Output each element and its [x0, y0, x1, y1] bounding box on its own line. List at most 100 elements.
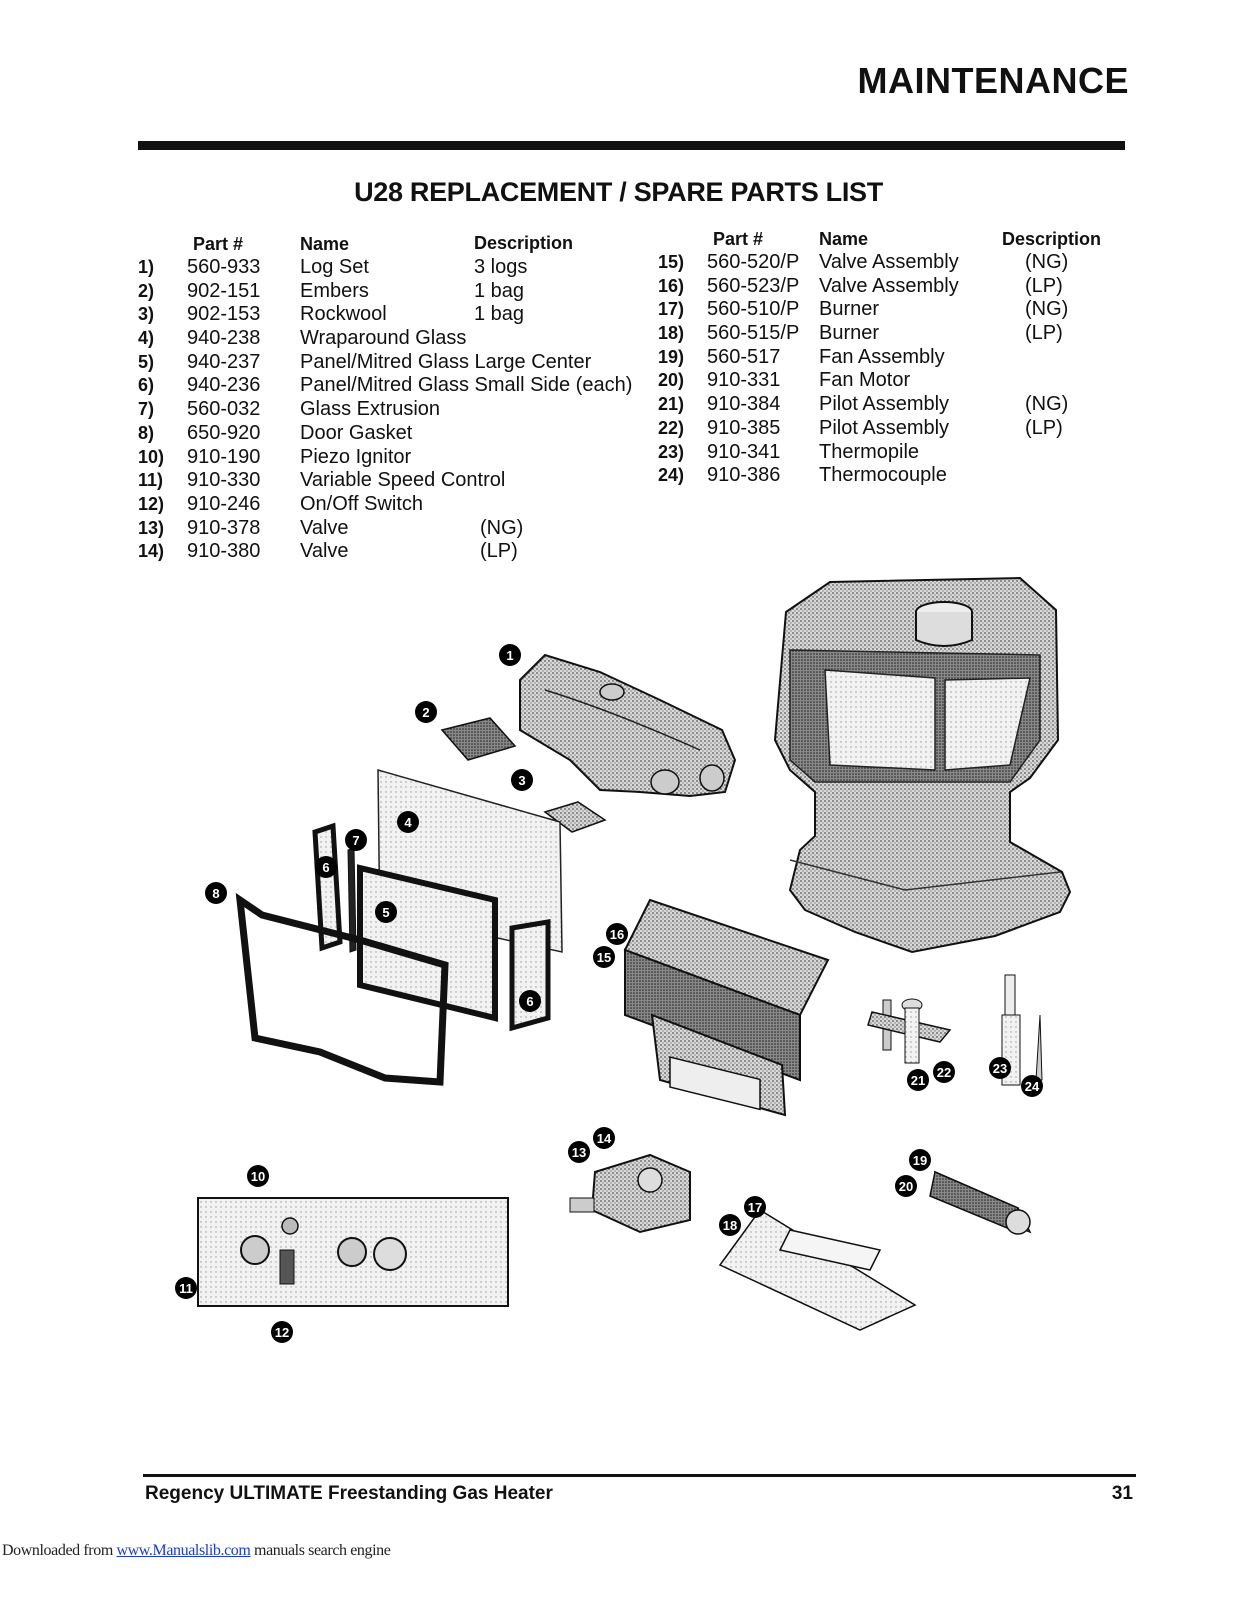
svg-text:23: 23 — [993, 1061, 1007, 1076]
callout-8 — [205, 882, 227, 904]
svg-text:15: 15 — [597, 950, 611, 965]
part-name: Panel/Mitred Glass Small Side (each) — [300, 374, 633, 397]
burner-illustration — [718, 1208, 917, 1331]
part-item-number: 11) — [138, 470, 164, 491]
callout-19 — [909, 1149, 931, 1171]
svg-text:19: 19 — [913, 1153, 927, 1168]
part-number: 940-238 — [187, 327, 261, 350]
svg-text:16: 16 — [610, 927, 624, 942]
part-description: (LP) — [1025, 274, 1063, 297]
part-name: Pilot Assembly — [819, 416, 950, 439]
part-number: 560-510/P — [707, 298, 800, 321]
part-description: (NG) — [480, 516, 524, 539]
callout-21 — [907, 1069, 929, 1091]
right-name-header: Name — [819, 229, 869, 249]
manualslib-link[interactable]: www.Manualslib.com — [116, 1542, 251, 1559]
part-number: 910-384 — [707, 393, 781, 416]
part-item-number: 23) — [658, 441, 685, 462]
part-name: Glass Extrusion — [300, 398, 441, 421]
part-description: 1 bag — [474, 303, 525, 326]
pilot-assembly-illustration — [867, 998, 952, 1064]
part-item-number: 7) — [138, 399, 155, 420]
side-glass-left-illustration — [312, 822, 343, 952]
part-description: (LP) — [1025, 322, 1063, 345]
part-item-number: 14) — [138, 541, 165, 562]
side-glass-right-illustration — [509, 919, 551, 1032]
callout-20 — [895, 1175, 917, 1197]
parts-row: 11) 910-330 Variable Speed Control — [138, 469, 658, 493]
callout-14 — [593, 1127, 615, 1149]
heater-illustration — [773, 576, 1072, 954]
part-name: Variable Speed Control — [300, 469, 506, 492]
part-number: 560-520/P — [707, 251, 800, 273]
callout-6-left — [315, 856, 337, 878]
control-panel-illustration — [197, 1197, 509, 1307]
part-item-number: 21) — [658, 394, 685, 415]
part-name: Valve Assembly — [819, 251, 959, 273]
part-item-number: 3) — [138, 304, 155, 325]
part-item-number: 6) — [138, 375, 155, 396]
part-number: 560-933 — [187, 256, 261, 278]
part-item-number: 1) — [138, 257, 155, 277]
parts-list-title: U28 REPLACEMENT / SPARE PARTS LIST — [354, 177, 883, 207]
callout-23 — [989, 1057, 1011, 1079]
svg-text:14: 14 — [597, 1131, 612, 1146]
part-item-number: 8) — [138, 422, 155, 443]
part-item-number: 13) — [138, 517, 165, 538]
part-item-number: 4) — [138, 328, 155, 349]
part-description: (NG) — [1025, 393, 1069, 416]
part-number: 910-190 — [187, 445, 261, 468]
part-item-number: 24) — [658, 465, 685, 486]
gas-valve-illustration — [569, 1153, 691, 1234]
part-name: Log Set — [300, 256, 369, 278]
part-number: 910-380 — [187, 540, 261, 563]
part-number: 910-330 — [187, 469, 261, 492]
parts-row: 7) 560-032 Glass Extrusion — [138, 398, 658, 422]
part-name: Rockwool — [300, 303, 387, 326]
part-number: 910-331 — [707, 369, 781, 392]
part-number: 560-032 — [187, 398, 261, 421]
part-name: Fan Motor — [819, 369, 911, 392]
embers-bag-illustration — [440, 717, 517, 761]
part-name: Pilot Assembly — [819, 393, 950, 416]
part-description: (LP) — [480, 540, 518, 563]
svg-text:17: 17 — [748, 1200, 762, 1215]
part-name: Piezo Ignitor — [300, 445, 412, 468]
callout-24 — [1021, 1075, 1043, 1097]
part-description: (NG) — [1025, 298, 1069, 321]
part-number: 910-378 — [187, 516, 261, 539]
callout-12 — [271, 1321, 293, 1343]
callout-7 — [345, 829, 367, 851]
part-number: 940-237 — [187, 350, 261, 373]
svg-text:3: 3 — [518, 773, 525, 788]
rockwool-bag-illustration — [543, 801, 607, 833]
svg-text:12: 12 — [275, 1325, 289, 1340]
part-description: 1 bag — [474, 279, 525, 302]
svg-text:20: 20 — [899, 1179, 913, 1194]
footer-title: Regency ULTIMATE Freestanding Gas Heater — [145, 1483, 553, 1504]
callout-1 — [499, 644, 521, 666]
part-number: 910-385 — [707, 416, 781, 439]
part-description: 3 logs — [474, 256, 528, 278]
svg-text:21: 21 — [911, 1073, 925, 1088]
part-item-number: 22) — [658, 417, 685, 438]
download-notice: Downloaded from www.Manualslib.com manua… — [2, 1542, 391, 1560]
svg-text:10: 10 — [251, 1169, 265, 1184]
part-number: 902-151 — [187, 279, 261, 302]
callout-11 — [175, 1277, 197, 1299]
svg-text:1: 1 — [506, 648, 513, 663]
part-name: Valve Assembly — [819, 274, 959, 297]
section-title: MAINTENANCE — [857, 60, 1129, 101]
part-number: 560-515/P — [707, 322, 800, 345]
svg-text:8: 8 — [212, 886, 219, 901]
